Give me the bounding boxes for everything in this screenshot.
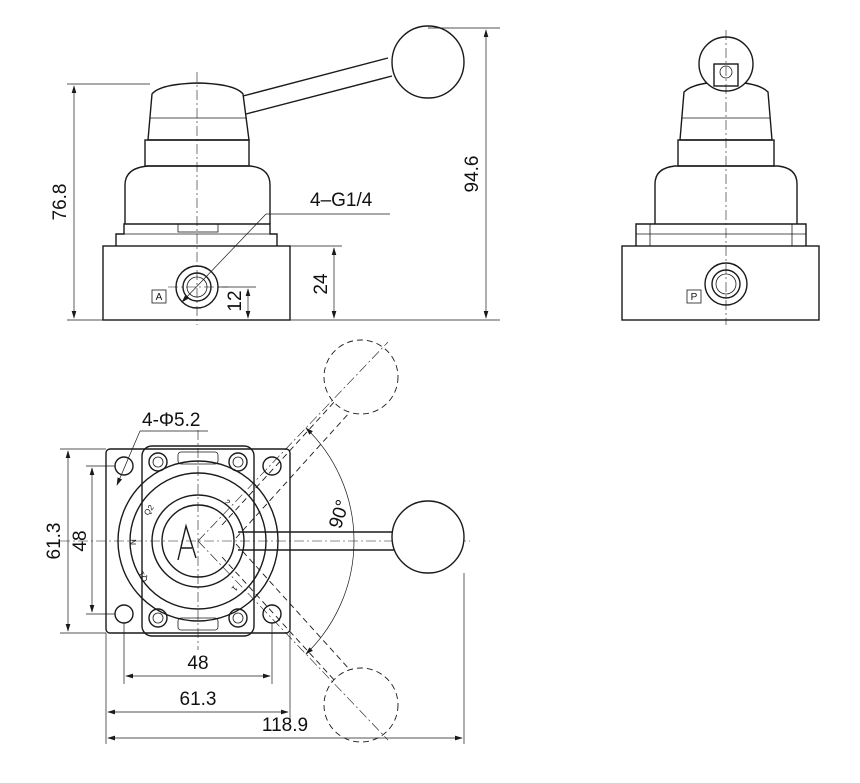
dial-mark-2: 2 <box>223 498 233 508</box>
dim-base-value: 24 <box>311 273 332 295</box>
dial-mark-n: N <box>129 539 138 545</box>
side-view: P <box>621 30 820 325</box>
flange-slot <box>177 223 219 233</box>
lever-knob <box>391 25 465 99</box>
port-label-box <box>151 289 167 304</box>
dim-height: 76.8 <box>50 83 150 321</box>
dial-mark-1: 1 <box>229 584 239 594</box>
dim-port-center: 12 <box>218 286 256 319</box>
dim-angle-value: 90° <box>325 497 354 531</box>
dim-inner-vertical: 48 <box>70 465 115 615</box>
lever-arm <box>242 57 393 115</box>
dim-total-height: 94.6 <box>290 27 500 321</box>
front-view: A 76.8 94.6 <box>50 25 500 325</box>
dim-base: 24 <box>290 245 342 319</box>
side-base-block <box>621 245 820 321</box>
dial-mark-q2: Q2 <box>142 503 156 517</box>
port-label-p: P <box>691 292 698 303</box>
dim-total-width-value: 118.9 <box>262 715 308 736</box>
top-view: Q2 N Q1 2 1 90° 4-Φ5.2 <box>44 339 470 744</box>
dial-arrow <box>177 523 197 561</box>
dim-total-width: 118.9 <box>107 573 465 744</box>
cover-dome <box>124 165 271 224</box>
dim-inner-vertical-value: 48 <box>70 530 91 551</box>
dim-outer-horizontal: 61.3 <box>105 633 291 744</box>
port-label-box-p <box>686 289 702 304</box>
lever-position-upper <box>197 339 399 542</box>
top-lever-knob <box>391 500 465 574</box>
lever-position-lower <box>197 540 399 743</box>
handle-cap <box>147 82 250 141</box>
dim-inner-horizontal: 48 <box>123 623 273 684</box>
port-thread-leader: 4–G1/4 <box>181 190 390 303</box>
valve-base-block <box>102 245 291 321</box>
dim-outer-vertical-value: 61.3 <box>44 523 65 560</box>
dim-outer-vertical: 61.3 <box>44 448 106 634</box>
dial-mark-q1: Q1 <box>136 569 149 583</box>
hole-note: 4-Φ5.2 <box>142 410 200 431</box>
hole-note-leader: 4-Φ5.2 <box>116 410 208 486</box>
dim-port-center-value: 12 <box>225 290 246 311</box>
port-thread-note: 4–G1/4 <box>310 190 373 211</box>
top-lever-arm <box>238 531 402 551</box>
dim-height-value: 76.8 <box>50 184 71 221</box>
dim-outer-horizontal-value: 61.3 <box>180 689 217 710</box>
dim-inner-horizontal-value: 48 <box>187 653 208 674</box>
port-label-a: A <box>156 292 163 303</box>
side-flange <box>635 223 807 246</box>
dim-total-height-value: 94.6 <box>462 156 483 193</box>
